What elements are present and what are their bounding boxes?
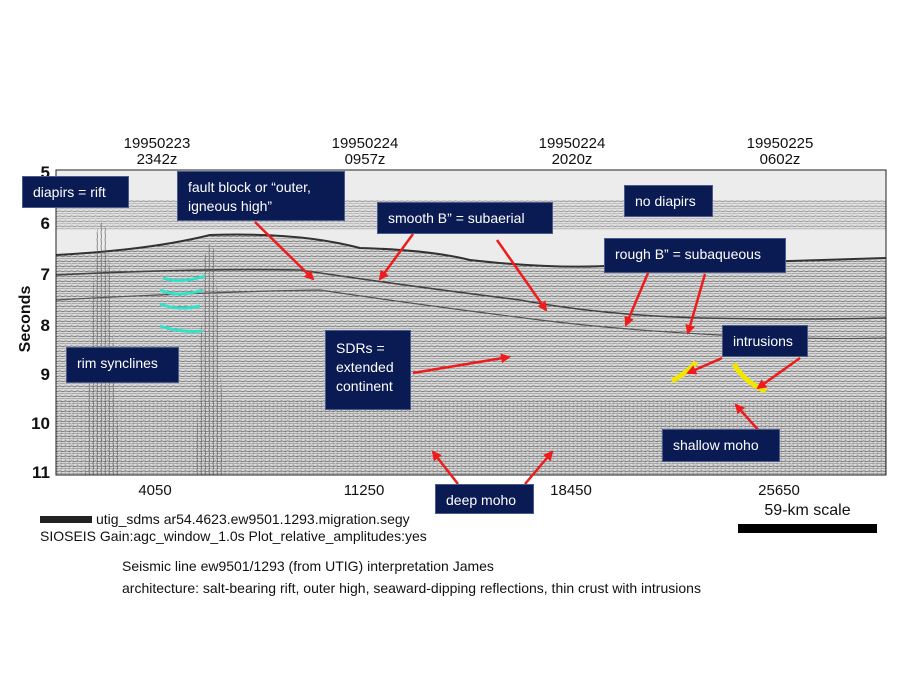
top-label-time: 0957z	[344, 151, 386, 168]
plot-logo-strip	[40, 516, 92, 523]
callout-rim-synclines: rim synclines	[66, 347, 179, 383]
sioseis-line: SIOSEIS Gain:agc_window_1.0s Plot_relati…	[40, 528, 427, 544]
x-tick: 11250	[343, 482, 385, 499]
top-label-date: 19950224	[331, 135, 399, 152]
y-tick: 10	[31, 414, 50, 433]
y-tick: 9	[40, 365, 50, 384]
callout-diapirs-rift: diapirs = rift	[22, 176, 129, 208]
callout-rough-b: rough B” = subaqueous	[604, 238, 786, 273]
scale-bar	[738, 524, 877, 533]
callout-deep-moho: deep moho	[435, 484, 534, 514]
caption-line-2: architecture: salt-bearing rift, outer h…	[122, 580, 701, 596]
callout-sdrs: SDRs = extended continent	[325, 330, 411, 410]
callout-no-diapirs: no diapirs	[624, 185, 713, 217]
top-label-3: 19950224 2020z	[512, 136, 632, 168]
top-label-1: 19950223 2342z	[97, 136, 217, 168]
x-tick: 4050	[138, 482, 172, 499]
x-tick: 18450	[550, 482, 592, 499]
callout-smooth-b: smooth B” = subaerial	[377, 202, 553, 234]
callout-fault-block: fault block or “outer, igneous high”	[177, 171, 345, 221]
callout-intrusions: intrusions	[722, 325, 808, 357]
top-label-date: 19950223	[123, 135, 191, 152]
y-tick: 11	[32, 463, 50, 482]
top-label-time: 2342z	[136, 151, 178, 168]
y-tick: 5	[40, 163, 50, 182]
top-label-2: 19950224 0957z	[305, 136, 425, 168]
x-tick: 25650	[758, 482, 800, 499]
cyan-reflector-traces	[159, 274, 206, 333]
annotation-arrows	[254, 221, 801, 485]
y-tick: 6	[40, 214, 50, 233]
top-label-date: 19950225	[746, 135, 814, 152]
y-tick: 7	[40, 265, 50, 284]
top-label-4: 19950225 0602z	[720, 136, 840, 168]
callout-shallow-moho: shallow moho	[662, 429, 780, 462]
file-line: utig_sdms ar54.4623.ew9501.1293.migratio…	[96, 511, 410, 527]
top-label-date: 19950224	[538, 135, 606, 152]
caption-line-1: Seismic line ew9501/1293 (from UTIG) int…	[122, 558, 494, 574]
scale-label: 59-km scale	[764, 502, 851, 519]
top-label-time: 2020z	[551, 151, 593, 168]
y-tick: 8	[40, 316, 50, 335]
yellow-intrusion-traces	[670, 360, 767, 394]
top-label-time: 0602z	[759, 151, 801, 168]
